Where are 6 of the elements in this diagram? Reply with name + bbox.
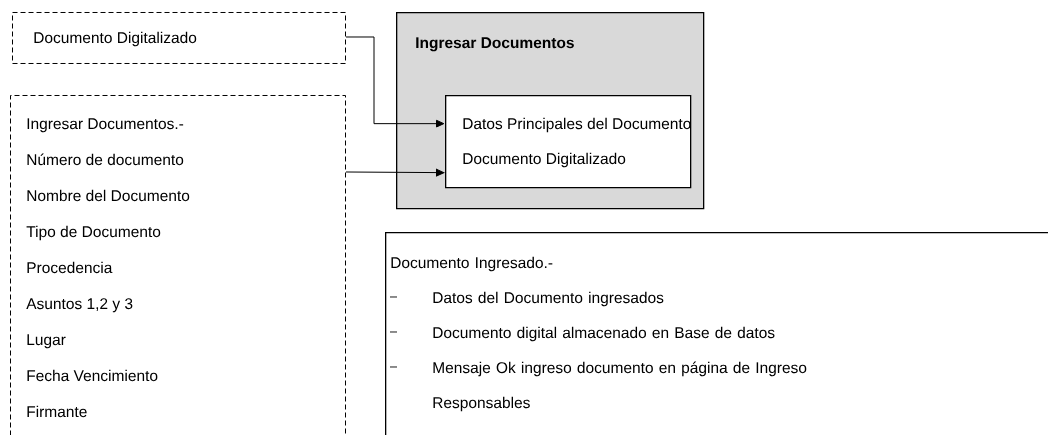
process-box: Datos Principales del Documento Documento Digitalizado [445, 95, 692, 189]
arrow [345, 36, 445, 128]
input-list-box: Ingresar Documentos.- Número de documento Nombre del Documento Tipo de Documento Procedencia Asuntos 1,2 y 3 Lugar Fecha Vencimiento Firmante [10, 95, 346, 435]
output-box: Documento Ingresado.- Datos del Documento ingresados Documento digital almacenado en Base de datos Mensaje Ok ingreso documento en página de Ingreso Responsables [385, 232, 1048, 435]
arrow [345, 168, 445, 177]
input-box: Documento Digitalizado [12, 12, 346, 64]
